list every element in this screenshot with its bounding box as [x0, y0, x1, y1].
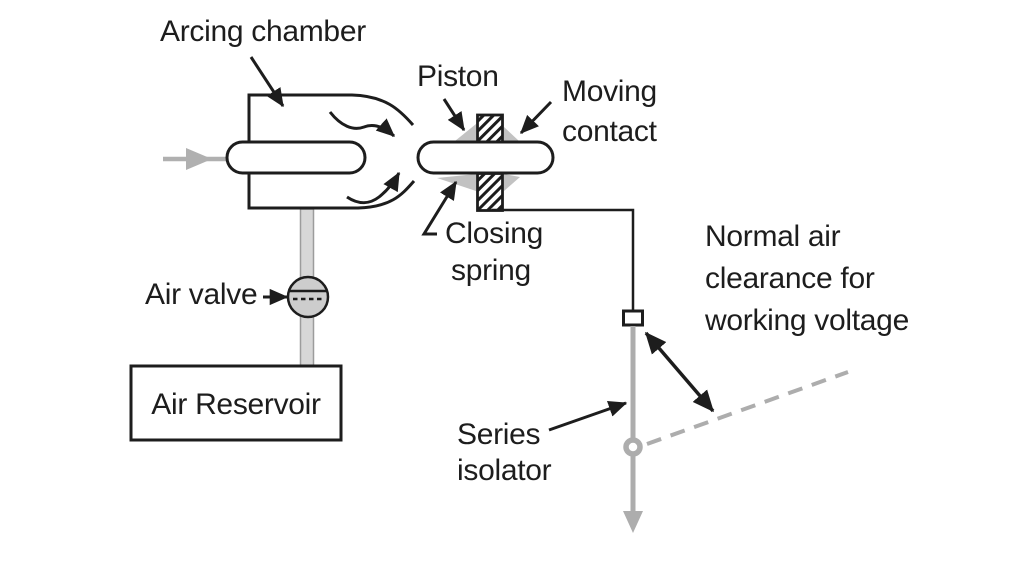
arcing-chamber-leader-arrow [249, 56, 285, 108]
isolator-arm-arrowhead-icon [623, 511, 643, 533]
series-isolator-leader-arrow [548, 401, 628, 432]
isolator-hinge [623, 437, 643, 457]
spring-wedge [504, 174, 520, 191]
air-valve-symbol [286, 275, 330, 319]
air-clearance-label-line3: working voltage [704, 304, 909, 337]
moving-contact [416, 140, 555, 175]
air-reservoir-box [129, 364, 343, 442]
air-valve-label: Air valve [145, 278, 257, 311]
air-clearance-label-line1: Normal air [705, 220, 841, 253]
piston-rod-lower [476, 172, 504, 212]
closing-spring-label-line2: spring [451, 254, 531, 287]
arcing-chamber-label: Arcing chamber [160, 15, 366, 48]
spring-wedge [504, 127, 519, 141]
isolator-open-position-dashed-line [646, 370, 849, 446]
fixed-contact [225, 140, 367, 175]
piston-leader-arrow [442, 98, 466, 132]
air-valve-body [286, 275, 330, 319]
air-clearance-label: Normal air clearance for working voltage [704, 220, 909, 337]
clearance-double-arrow [644, 331, 715, 413]
air-inlet-arrowhead-icon [186, 148, 212, 170]
air-inlet-arrow [163, 148, 227, 170]
series-isolator-label: Series isolator [457, 418, 552, 487]
series-isolator-label-line2: isolator [457, 454, 552, 487]
moving-contact-label-line2: contact [562, 115, 658, 148]
moving-contact-label-line1: Moving [562, 75, 657, 108]
moving-contact-label: Moving contact [562, 75, 658, 148]
series-isolator-label-line1: Series [457, 418, 540, 451]
air-clearance-label-line2: clearance for [705, 262, 875, 295]
air-flow-arrow-lower [346, 171, 401, 205]
series-isolator-arm [623, 326, 643, 533]
piston-rod-upper [476, 113, 504, 144]
isolator-fixed-contact [622, 309, 644, 327]
closing-spring-label-line1: Closing [445, 217, 543, 250]
piston-label: Piston [417, 60, 499, 93]
air-flow-arrow-upper [328, 111, 396, 138]
conductor-line [492, 208, 635, 311]
moving-contact-leader-arrow [519, 100, 553, 135]
air-reservoir-label: Air Reservoir [151, 388, 321, 421]
closing-spring-leader-arrow [421, 180, 458, 236]
closing-spring-label: Closing spring [445, 217, 543, 287]
spring-wedge [455, 124, 476, 141]
